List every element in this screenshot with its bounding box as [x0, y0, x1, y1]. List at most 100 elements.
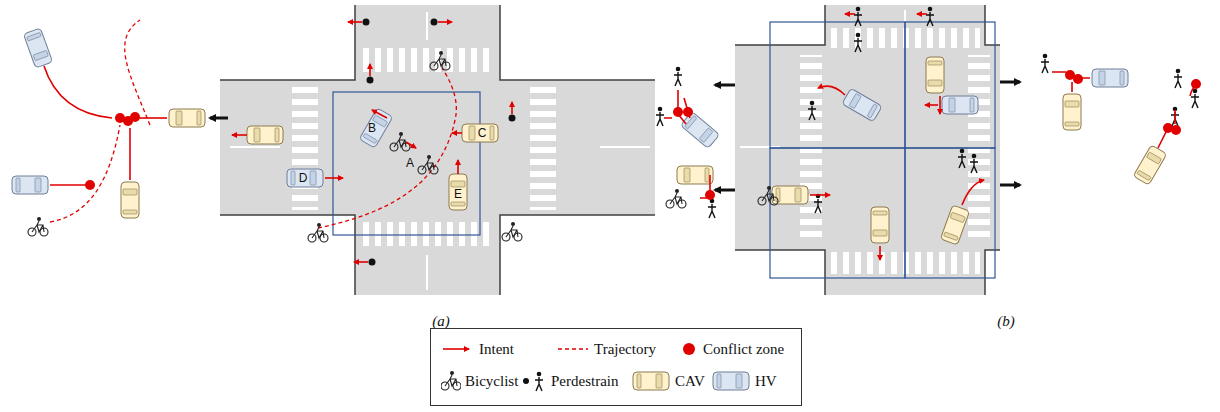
legend-text: CAV — [675, 373, 705, 390]
road-user — [758, 7, 978, 245]
legend-sample — [441, 369, 461, 393]
conflict-sketch — [674, 67, 682, 86]
road — [740, 10, 905, 147]
intent-arrow — [372, 110, 387, 118]
legend-item: HV — [711, 369, 777, 393]
conflict-sketch — [12, 20, 228, 236]
bicyclist — [390, 132, 410, 151]
conflict-sketch — [1092, 69, 1128, 87]
road-user — [758, 186, 778, 205]
conflict-sketch — [683, 107, 693, 117]
conflict-sketch — [169, 109, 205, 127]
intent-arrow — [369, 64, 371, 76]
flow-arrow — [715, 82, 1020, 190]
conflict-sketch — [677, 166, 713, 184]
conflict-sketch — [1073, 74, 1083, 84]
legend-item: Trajectory — [556, 337, 656, 361]
legend-sample — [535, 372, 543, 391]
intent-arrow — [939, 96, 941, 114]
conflict-sketch — [666, 189, 686, 208]
road — [362, 48, 494, 72]
road — [220, 80, 655, 215]
conflict-sketch — [50, 184, 88, 186]
conflict-sketch — [673, 107, 683, 117]
legend-text: Trajectory — [594, 341, 656, 358]
conflict-sketch — [12, 176, 48, 194]
legend-item: Intent — [441, 337, 514, 361]
trajectory — [318, 68, 456, 228]
legend-sample — [558, 348, 588, 349]
road-user — [942, 96, 978, 114]
legend-sample — [441, 337, 475, 361]
conflict-sketch — [44, 66, 112, 118]
intent-arrow — [325, 177, 343, 179]
bicyclist — [308, 223, 328, 242]
legend-sample — [556, 337, 590, 361]
flow-arrow — [1000, 81, 1020, 84]
legend-item: Bicyclist — [441, 369, 518, 393]
road — [292, 86, 318, 210]
legend-item: Conflict zone — [679, 337, 784, 361]
road-user — [854, 7, 862, 26]
intent-arrow — [232, 134, 247, 136]
pedestrian — [509, 115, 516, 122]
conflict-sketch — [129, 128, 131, 180]
pedestrian — [363, 19, 516, 266]
intent-arrow — [925, 104, 938, 106]
callout-letter: A — [406, 157, 414, 169]
flow-arrow — [1000, 184, 1020, 187]
trajectory — [318, 68, 456, 228]
road — [735, 5, 1000, 295]
panel-label: (b) — [997, 314, 1015, 329]
road-user — [871, 207, 889, 243]
intent-arrow — [962, 180, 984, 205]
conflict-sketch — [121, 182, 139, 218]
intent-arrow — [845, 13, 855, 15]
pedestrian — [431, 19, 438, 26]
conflict-sketch — [125, 20, 150, 125]
intent-arrow — [879, 246, 881, 260]
legend-sample — [711, 369, 751, 393]
intent-arrow — [406, 142, 416, 148]
intent-arrow — [354, 261, 368, 263]
conflict-sketch — [1171, 125, 1181, 135]
bicyclist — [430, 51, 450, 70]
legend-text: Bicyclist — [465, 373, 518, 390]
intent-arrow — [457, 160, 459, 174]
legend-sample — [443, 348, 469, 350]
callout-letter: D — [299, 172, 308, 184]
road — [220, 5, 655, 295]
panel-label: (a) — [432, 314, 450, 329]
legend-sample — [523, 378, 529, 384]
vehicle — [462, 124, 498, 142]
conflict-sketch — [664, 90, 712, 198]
conflict-sketch — [705, 190, 715, 200]
conflict-sketch — [50, 125, 120, 222]
conflict-sketch — [1191, 79, 1201, 89]
legend-sample — [633, 372, 669, 390]
road — [905, 22, 995, 148]
legend-sample — [441, 371, 461, 390]
conflict-sketch — [23, 28, 52, 68]
callout-letter: B — [368, 122, 376, 134]
bicyclist — [502, 222, 522, 241]
conflict-sketch — [656, 107, 664, 126]
legend-text: Conflict zone — [703, 341, 784, 358]
legend-sample — [521, 369, 547, 393]
intent-arrow — [917, 13, 927, 15]
vehicle — [359, 108, 393, 148]
road — [735, 5, 1000, 295]
conflict-sketch — [1063, 94, 1081, 130]
legend-sample — [679, 337, 699, 361]
conflict-sketch — [210, 117, 228, 120]
road-user — [926, 57, 944, 93]
road-user — [970, 154, 978, 173]
road-user — [808, 101, 816, 120]
road — [905, 148, 995, 278]
road-user — [854, 33, 862, 52]
vehicle — [247, 126, 283, 144]
intent-arrow — [452, 132, 462, 134]
intent-arrow — [232, 22, 512, 262]
conflict-sketch — [708, 199, 716, 218]
